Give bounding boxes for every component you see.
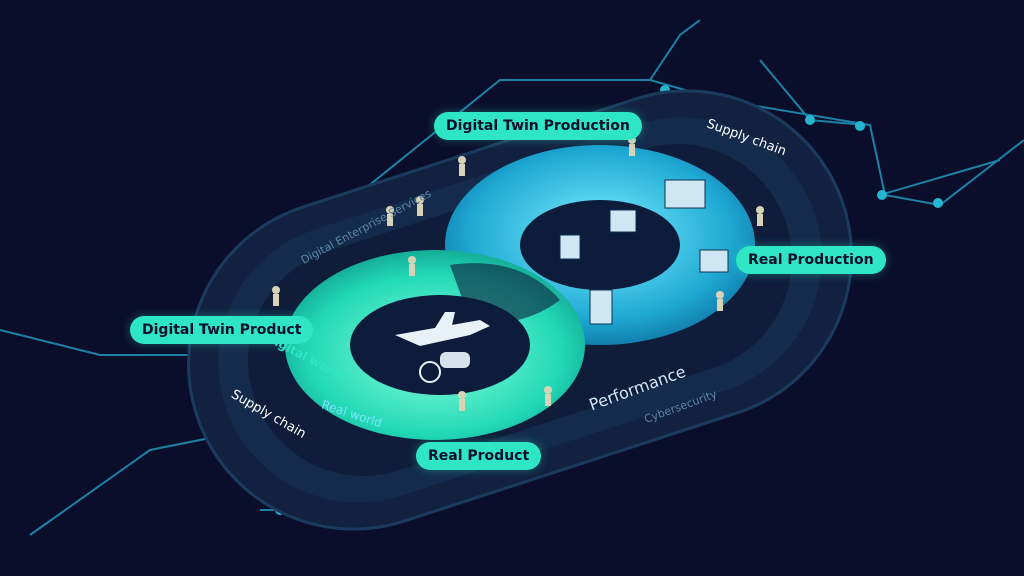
infinity-overlap [450, 263, 560, 323]
car-icon [440, 352, 470, 368]
airplane-icon [395, 312, 490, 346]
real-production-label: Real Production [736, 246, 886, 274]
turbine-icon [419, 361, 441, 383]
people [272, 136, 764, 411]
product-objects [395, 312, 490, 383]
digital-twin-product-label: Digital Twin Product [130, 316, 314, 344]
production-machines [559, 179, 729, 325]
production-core [520, 200, 680, 290]
digital-twin-production-label: Digital Twin Production [434, 112, 642, 140]
real-product-label: Real Product [416, 442, 542, 470]
